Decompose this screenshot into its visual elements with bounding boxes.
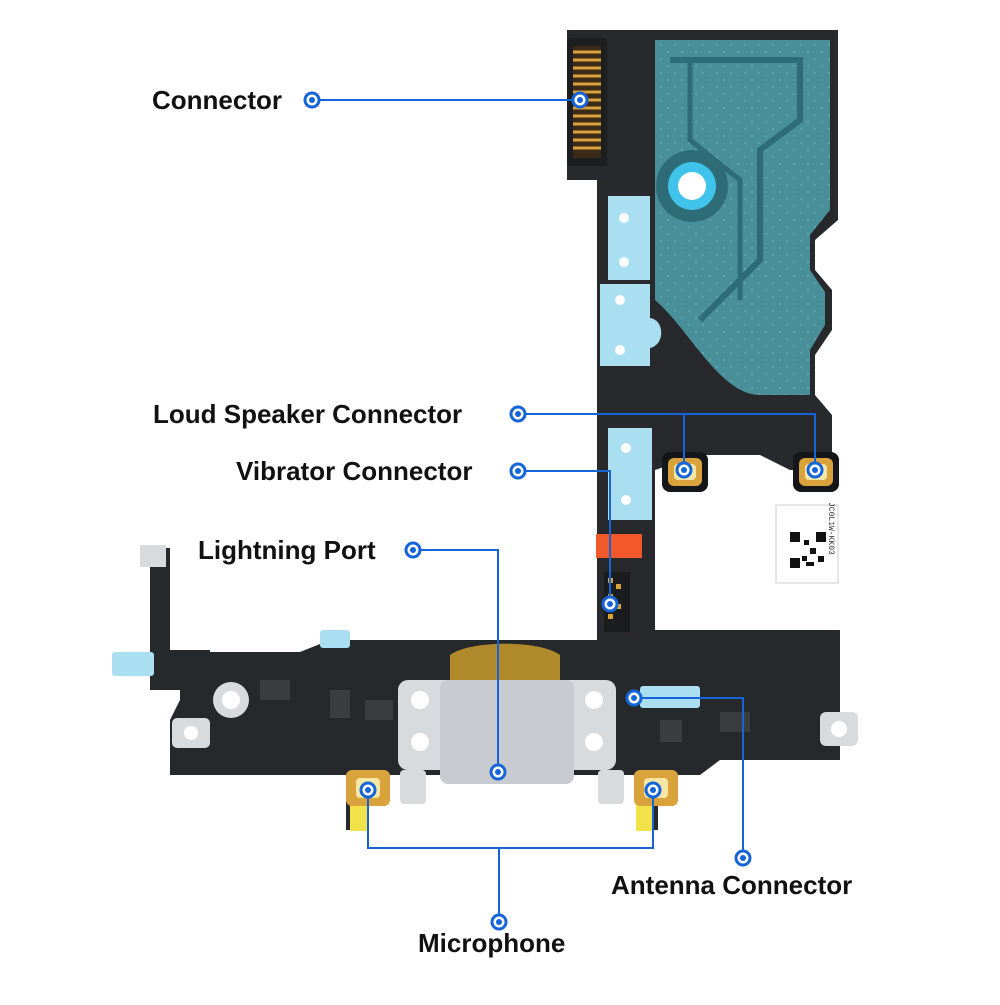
label-lightning-port: Lightning Port	[198, 535, 376, 565]
label-loud-speaker-connector: Loud Speaker Connector	[153, 399, 463, 429]
label-microphone: Microphone	[418, 928, 566, 958]
label-antenna-connector: Antenna Connector	[611, 870, 853, 900]
adhesive-tabs	[600, 196, 662, 520]
callout-lines	[312, 99, 816, 922]
label-connector: Connector	[152, 85, 282, 115]
lightning-port	[398, 680, 616, 784]
qr-sticker	[775, 504, 839, 584]
sticker-text: JC0L1W-KK03	[826, 502, 835, 555]
label-vibrator-connector: Vibrator Connector	[236, 456, 473, 486]
kapton-tape	[596, 534, 642, 558]
